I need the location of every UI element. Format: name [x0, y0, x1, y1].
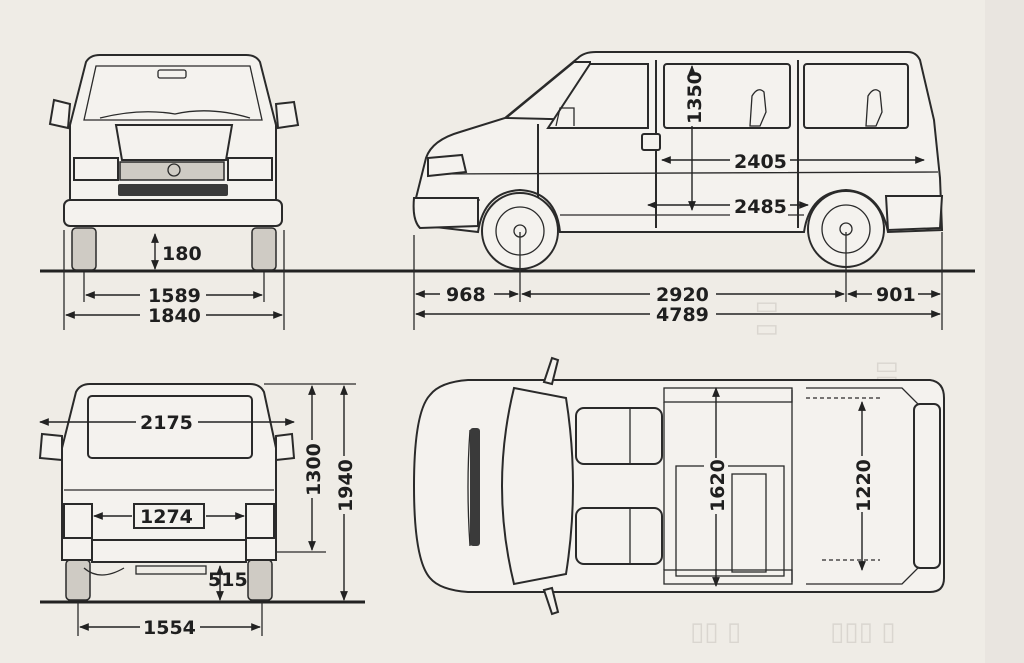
dim-rear-width: 1220	[853, 459, 875, 512]
top-windshield	[501, 386, 574, 586]
rear-left-mirror	[38, 432, 63, 462]
front-right-headlight	[227, 157, 273, 181]
rear-view: 2175 1274 515 1300 1940 1554	[38, 383, 357, 639]
top-seat-right	[575, 507, 663, 565]
dim-track-width: 1589	[148, 285, 201, 307]
dim-overall-height: 1940	[335, 459, 357, 512]
rear-window	[87, 395, 253, 459]
rear-license-plate	[133, 503, 205, 529]
paper-bleed: ▯▯ ▯ ▯ ▯ ▯▯ ▯ ▯▯▯ ▯	[690, 0, 1024, 663]
front-windshield	[83, 65, 263, 121]
dim-wheelbase: 2920	[656, 284, 709, 306]
dim-interior-length-upper: 2405	[734, 151, 787, 173]
front-left-headlight	[73, 157, 119, 181]
front-right-mirror	[274, 100, 300, 130]
dim-rear-overhang: 901	[876, 284, 916, 306]
side-view: 1350 2405 2485 968 2920 901 4789	[412, 51, 944, 330]
svg-text:▯▯▯ ▯: ▯▯▯ ▯	[830, 617, 896, 647]
svg-text:▯ ▯: ▯ ▯	[753, 300, 783, 337]
side-front-window	[546, 63, 649, 129]
dim-overall-width: 1840	[148, 305, 201, 327]
dim-overall-length: 4789	[656, 304, 709, 326]
svg-text:▯▯ ▯: ▯▯ ▯	[690, 617, 741, 647]
dim-window-height: 1350	[684, 71, 706, 124]
front-left-wheel	[71, 227, 97, 271]
top-seat-left	[575, 407, 663, 465]
dim-plate-width: 1274	[140, 506, 193, 528]
side-rear-window	[803, 63, 909, 129]
dim-rear-track: 1554	[143, 617, 196, 639]
front-left-mirror	[48, 98, 72, 130]
dim-front-overhang: 968	[446, 284, 486, 306]
dim-interior-width: 1620	[707, 459, 729, 512]
dim-ground-clearance: 180	[162, 243, 202, 265]
rear-right-lamp	[245, 503, 275, 539]
rear-left-lamp	[63, 503, 93, 539]
dim-door-height: 1300	[303, 443, 325, 496]
top-view: 1620 1220	[412, 356, 945, 616]
front-view: 180 1589 1840	[48, 54, 300, 330]
side-headlight	[427, 153, 468, 178]
front-right-wheel	[251, 227, 277, 271]
dim-load-height: 515	[208, 569, 248, 591]
rear-right-mirror	[275, 432, 296, 462]
dim-door-width: 2175	[140, 412, 193, 434]
front-bumper	[63, 199, 283, 227]
dim-interior-length-lower: 2485	[734, 196, 787, 218]
